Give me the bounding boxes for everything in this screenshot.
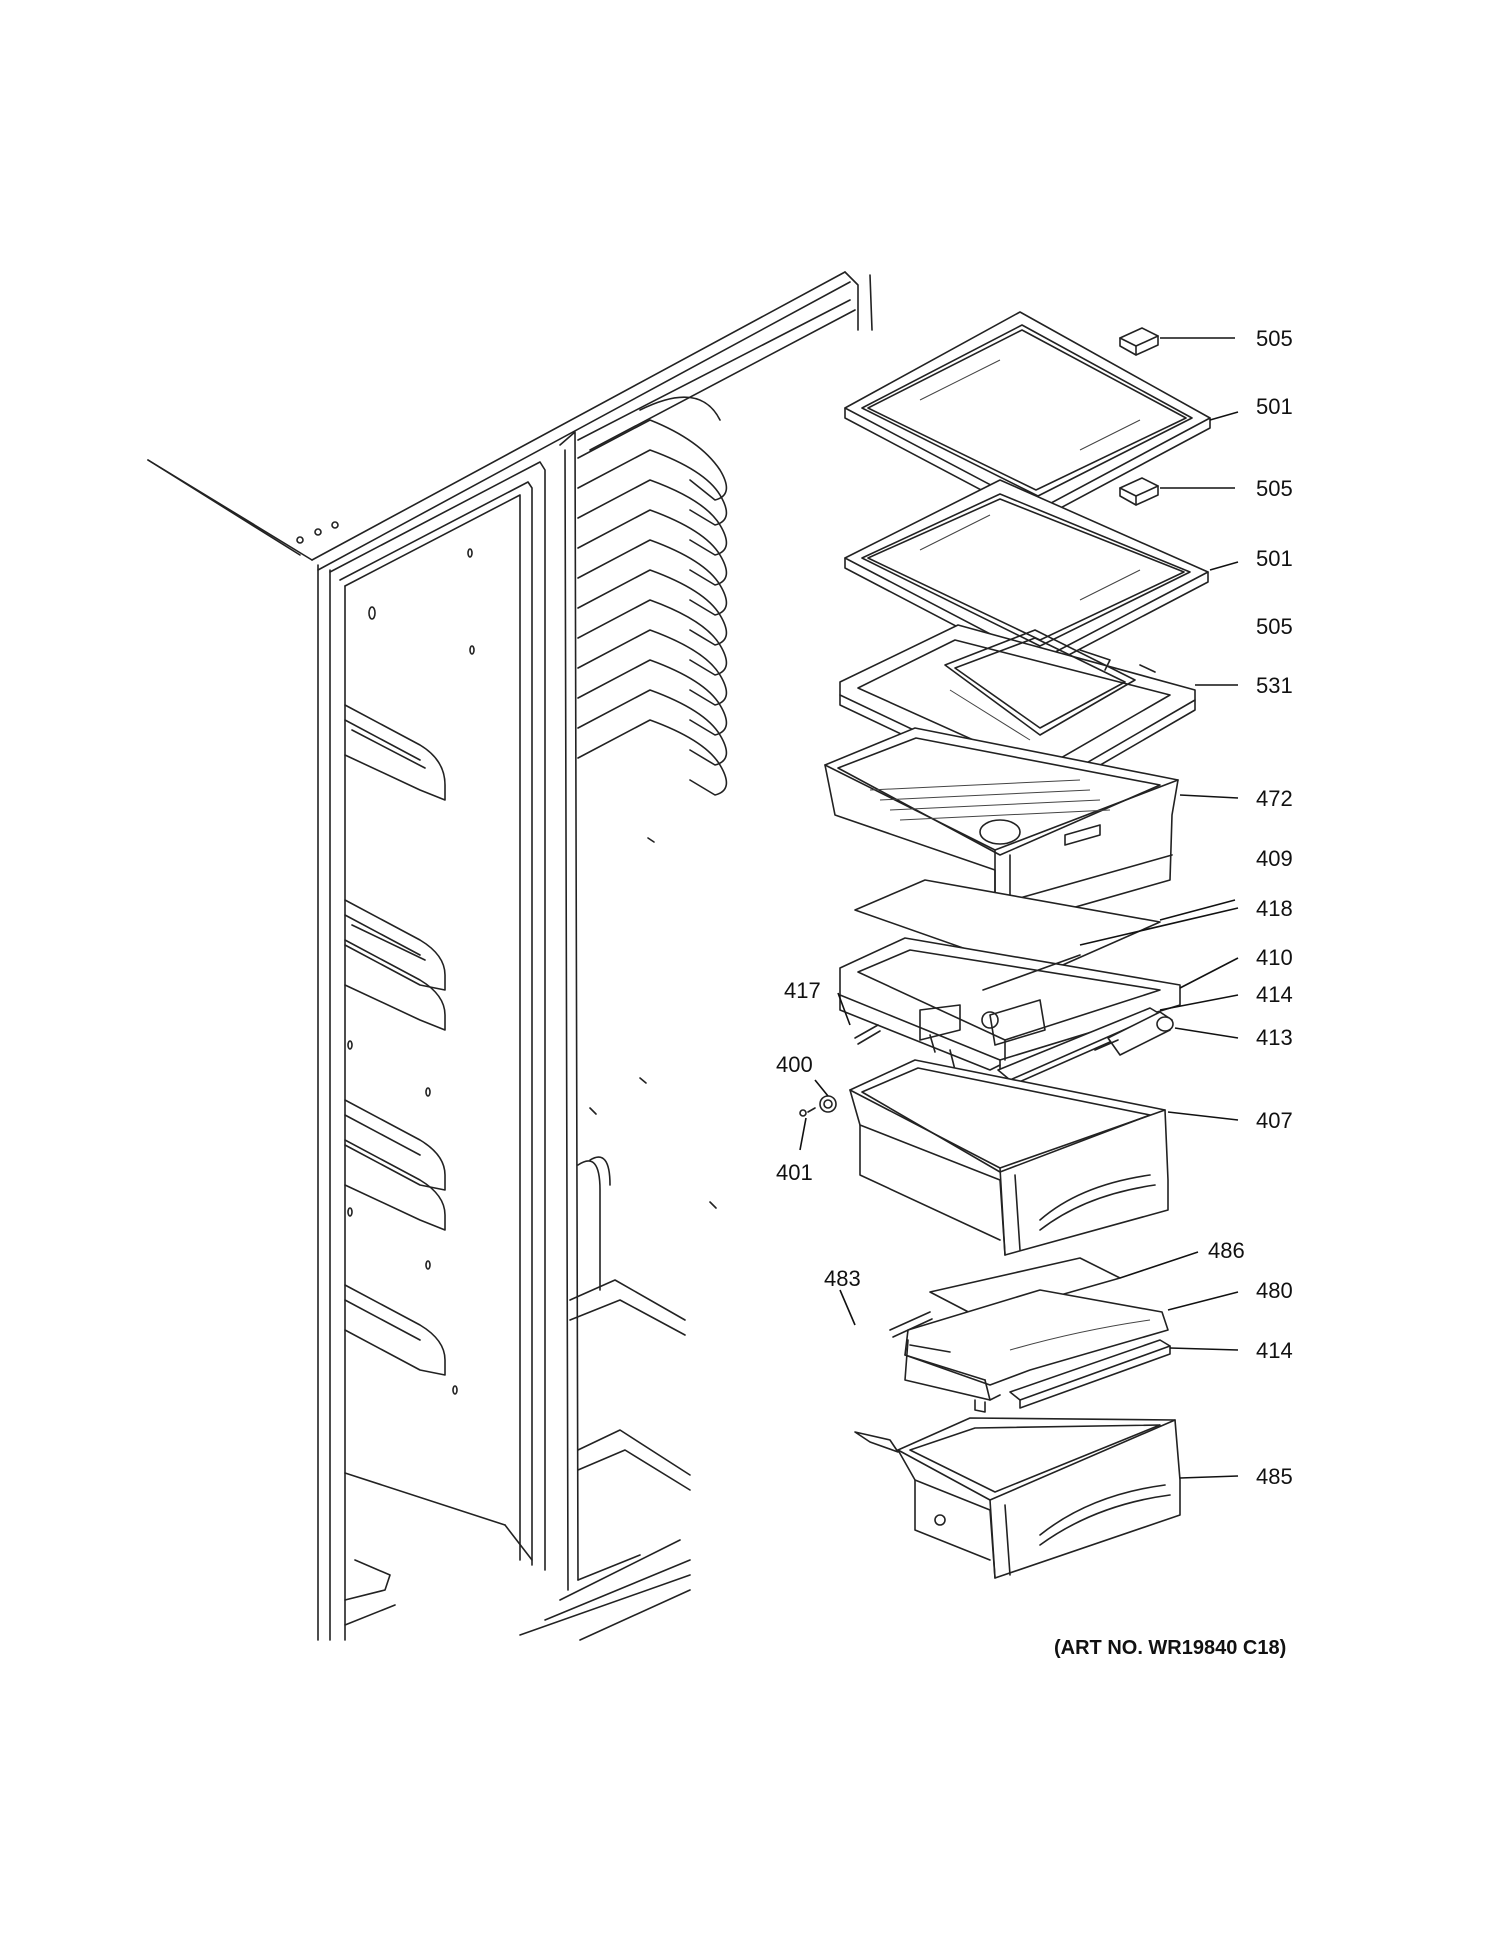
callout-505-middle: 505 (1256, 476, 1293, 501)
callout-labels: 505 501 505 501 505 531 472 409 418 410 … (776, 326, 1293, 1659)
callout-531: 531 (1256, 673, 1293, 698)
pan-frame-410 (839, 937, 1181, 1071)
callout-485: 485 (1256, 1464, 1293, 1489)
rail-414-lower (1009, 1339, 1171, 1409)
callout-472: 472 (1256, 786, 1293, 811)
callout-505-lower: 505 (1256, 614, 1293, 639)
door-bin-4 (344, 1284, 446, 1376)
shelf-clip-505-upper (1119, 327, 1159, 356)
bushing-400 (819, 1095, 837, 1113)
callout-501-upper: 501 (1256, 394, 1293, 419)
callout-417: 417 (784, 978, 821, 1003)
callout-480: 480 (1256, 1278, 1293, 1303)
pan-cover-480 (904, 1289, 1169, 1413)
door-holes (296, 521, 475, 1395)
leader-lines (799, 337, 1239, 1479)
callout-505-upper: 505 (1256, 326, 1293, 351)
rod-483 (889, 1311, 933, 1338)
callout-483: 483 (824, 1266, 861, 1291)
callout-501-lower: 501 (1256, 546, 1293, 571)
slide-413 (1094, 1011, 1174, 1056)
callout-486: 486 (1208, 1238, 1245, 1263)
callout-407: 407 (1256, 1108, 1293, 1133)
callout-414-upper: 414 (1256, 982, 1293, 1007)
door-bin-1 (344, 704, 446, 801)
crisper-pan-472 (824, 727, 1179, 931)
freezer-holes (589, 837, 717, 1209)
callout-418: 418 (1256, 896, 1293, 921)
callout-414-lower: 414 (1256, 1338, 1293, 1363)
refrigerator-cabinet (147, 271, 873, 1641)
door-bin-2 (344, 899, 446, 1031)
rod-417 (854, 1024, 881, 1045)
callout-400: 400 (776, 1052, 813, 1077)
callout-410: 410 (1256, 945, 1293, 970)
callout-401: 401 (776, 1160, 813, 1185)
crisper-pan-407 (849, 1059, 1169, 1256)
rod-418 (982, 954, 1081, 991)
art-number: (ART NO. WR19840 C18) (1054, 1637, 1286, 1659)
callout-409: 409 (1256, 846, 1293, 871)
door-bin-3 (344, 1099, 446, 1231)
shelf-clip-505-middle (1119, 477, 1159, 506)
crisper-pan-485 (854, 1417, 1181, 1579)
freezer-shelves (577, 396, 728, 796)
callout-413: 413 (1256, 1025, 1293, 1050)
screw-401 (799, 1107, 816, 1117)
